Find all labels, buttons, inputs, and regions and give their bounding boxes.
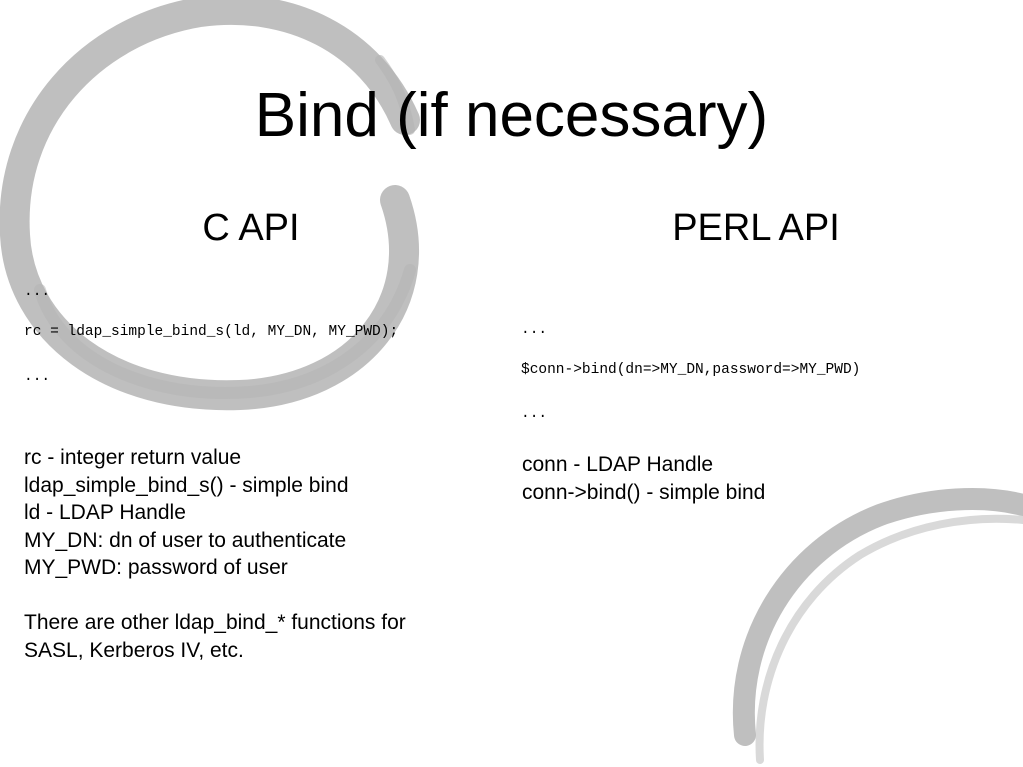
perl-code-line-3: ... xyxy=(521,406,548,422)
perl-code-line-1: ... xyxy=(521,322,548,338)
footer-line-2: SASL, Kerberos IV, etc. xyxy=(24,638,244,662)
footer-line-1: There are other ldap_bind_* functions fo… xyxy=(24,611,406,634)
c-api-footer: There are other ldap_bind_* functions fo… xyxy=(24,609,406,664)
note-conn-bind: conn->bind() - simple bind xyxy=(522,480,766,504)
c-code-line-2: rc = ldap_simple_bind_s(ld, MY_DN, MY_PW… xyxy=(24,324,399,340)
perl-api-heading: PERL API xyxy=(672,207,840,249)
small-swirl-stroke xyxy=(732,488,1023,746)
note-rc: rc - integer return value xyxy=(24,446,242,469)
c-api-notes: rc - integer return value ldap_simple_bi… xyxy=(24,444,349,582)
note-conn: conn - LDAP Handle xyxy=(522,453,714,476)
large-swirl-tail xyxy=(375,55,415,135)
note-my-dn: MY_DN: dn of user to authenticate xyxy=(24,528,347,552)
c-api-heading: C API xyxy=(202,207,300,249)
c-code-line-3: ... xyxy=(24,369,51,385)
perl-code-line-2: $conn->bind(dn=>MY_DN,password=>MY_PWD) xyxy=(521,362,861,378)
large-swirl-inner-stroke xyxy=(34,264,416,399)
note-ld: ld - LDAP Handle xyxy=(24,501,186,524)
slide-title: Bind (if necessary) xyxy=(254,81,769,150)
small-swirl-inner-stroke xyxy=(755,514,1023,764)
note-my-pwd: MY_PWD: password of user xyxy=(24,556,288,579)
note-ldap-simple-bind: ldap_simple_bind_s() - simple bind xyxy=(24,473,349,497)
c-code-line-1: ... xyxy=(24,284,51,300)
perl-api-notes: conn - LDAP Handle conn->bind() - simple… xyxy=(522,451,765,506)
